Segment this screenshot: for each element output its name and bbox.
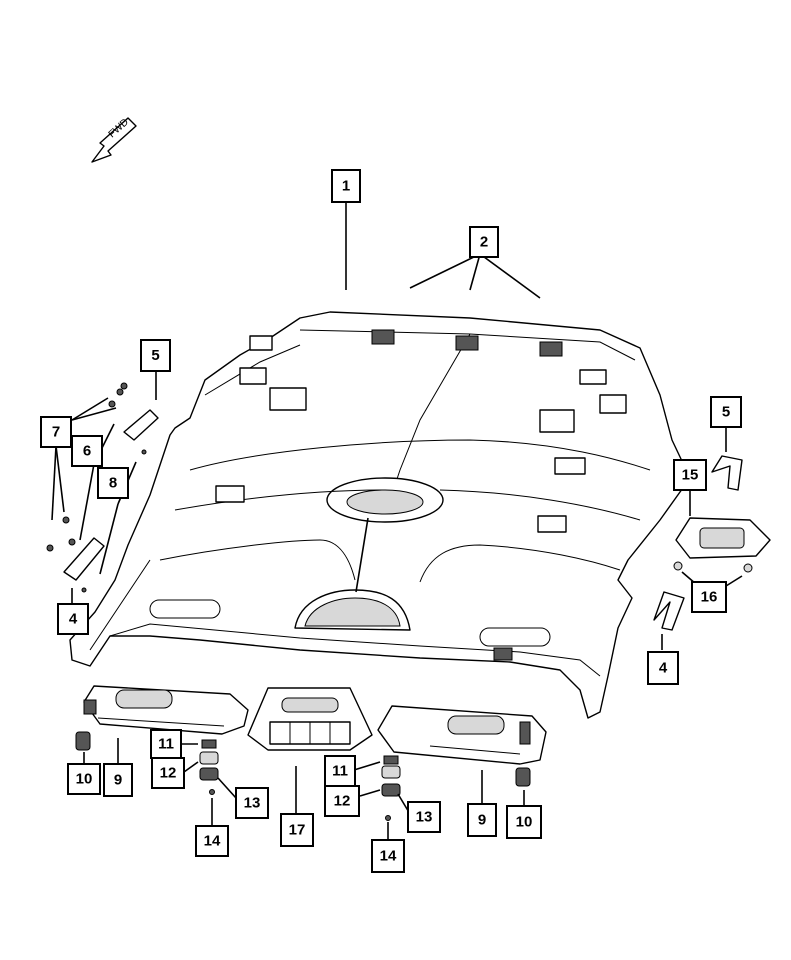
svg-text:13: 13 [416,809,433,826]
svg-text:14: 14 [380,848,397,865]
callout-14-left: 14 [195,825,229,857]
svg-text:9: 9 [478,812,486,829]
right-sun-visor [377,705,547,765]
svg-text:10: 10 [516,814,533,831]
callout-4-right: 4 [647,651,679,685]
svg-text:17: 17 [289,822,306,839]
svg-text:1: 1 [342,178,350,195]
right-grab-handle-rear [711,455,743,491]
right-visor-hardware [381,755,401,821]
callout-4-left: 4 [57,603,89,635]
svg-text:2: 2 [480,234,488,251]
left-sun-visor [83,685,249,735]
left-visor-hardware [199,739,219,795]
svg-text:7: 7 [52,424,60,441]
svg-text:11: 11 [158,736,174,753]
callout-14-right: 14 [371,839,405,873]
callout-8: 8 [97,467,129,499]
callout-13-right: 13 [407,801,441,833]
svg-text:5: 5 [722,404,730,421]
svg-text:4: 4 [659,660,668,677]
headliner-panel [69,311,691,719]
svg-text:15: 15 [682,467,699,484]
left-grab-handle-rear [123,409,159,441]
callout-12-left: 12 [151,757,185,789]
svg-text:10: 10 [76,771,93,788]
callout-2: 2 [469,226,499,258]
svg-text:8: 8 [109,475,117,492]
svg-text:9: 9 [114,772,122,789]
map-light-bulbs [673,561,753,573]
overhead-console [247,687,373,751]
callout-7: 7 [40,416,72,448]
right-grab-handle-front [653,591,685,631]
right-visor-clip [515,767,531,787]
callout-5-right: 5 [710,396,742,428]
left-clips [46,382,147,593]
svg-text:13: 13 [244,795,261,812]
svg-text:4: 4 [69,611,78,628]
callout-5-left: 5 [140,339,171,372]
svg-text:5: 5 [151,347,159,364]
left-visor-clip [75,731,91,751]
callout-16: 16 [691,581,727,613]
svg-text:12: 12 [160,765,177,782]
callout-6: 6 [71,435,103,467]
callout-9-right: 9 [467,803,497,837]
svg-text:14: 14 [204,833,221,850]
callout-10-left: 10 [67,763,101,795]
map-light-assembly [675,517,771,559]
callout-11-left: 11 [150,729,182,759]
svg-text:12: 12 [334,793,351,810]
callout-1: 1 [331,169,361,203]
callout-12-right: 12 [324,785,360,817]
forward-arrow-icon: FWD [91,117,137,163]
callout-9-left: 9 [103,763,133,797]
svg-text:16: 16 [701,589,718,606]
callout-11-right: 11 [324,755,356,787]
callout-13-left: 13 [235,787,269,819]
callout-15: 15 [673,459,707,491]
left-grab-handle-front [63,537,105,581]
callout-10-right: 10 [506,805,542,839]
svg-text:11: 11 [332,763,348,780]
svg-text:6: 6 [83,443,91,460]
callout-17: 17 [280,813,314,847]
